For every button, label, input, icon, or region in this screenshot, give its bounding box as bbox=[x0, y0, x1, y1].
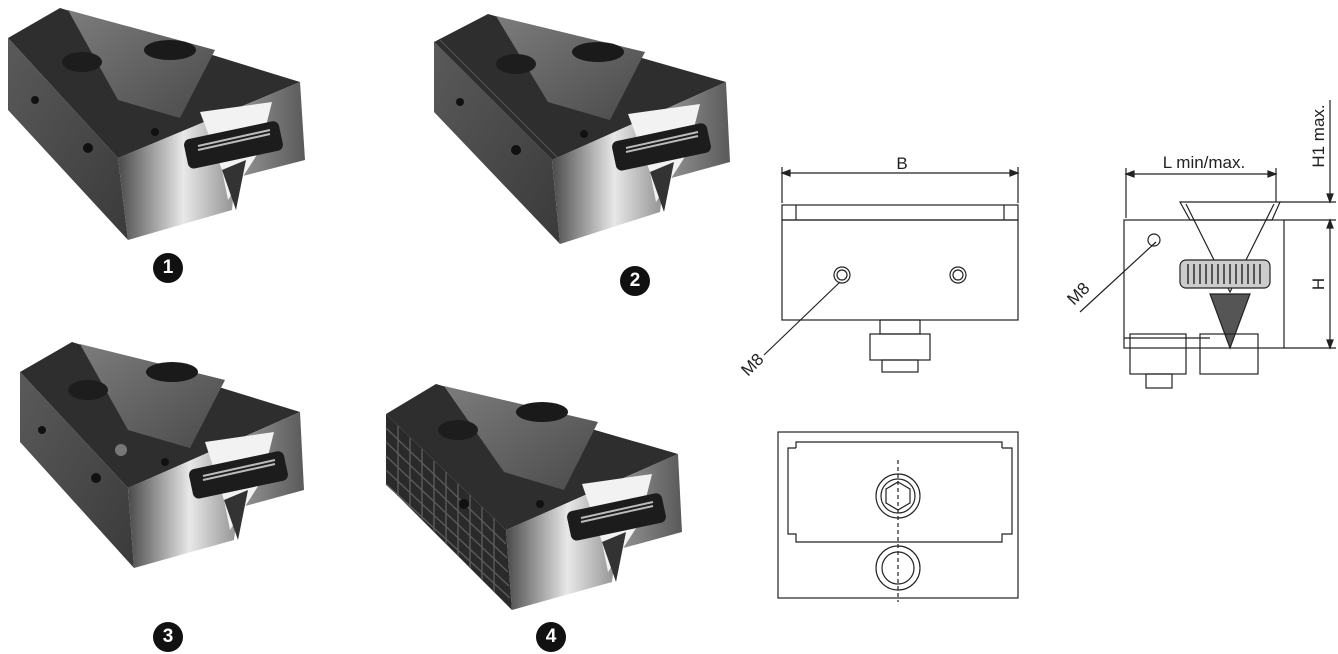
product-image-4 bbox=[380, 372, 700, 622]
front-width-label: B bbox=[896, 154, 907, 173]
product-image-1 bbox=[0, 0, 320, 250]
product-badge-2: 2 bbox=[620, 266, 650, 296]
side-height-label: H bbox=[1309, 278, 1328, 290]
side-height1-label: H1 max. bbox=[1309, 104, 1328, 167]
side-length-label: L min/max. bbox=[1163, 153, 1246, 172]
product-badge-3: 3 bbox=[153, 622, 183, 652]
top-view-drawing bbox=[777, 431, 1019, 602]
product-image-3 bbox=[0, 330, 320, 580]
front-view-drawing: B M8 bbox=[737, 154, 1020, 380]
product-badge-4: 4 bbox=[536, 622, 566, 652]
side-view-drawing: L min/max. H H1 max. M8 bbox=[1063, 100, 1336, 389]
product-image-2 bbox=[420, 0, 740, 250]
front-thread-label: M8 bbox=[737, 350, 767, 380]
product-badge-1: 1 bbox=[153, 253, 183, 283]
